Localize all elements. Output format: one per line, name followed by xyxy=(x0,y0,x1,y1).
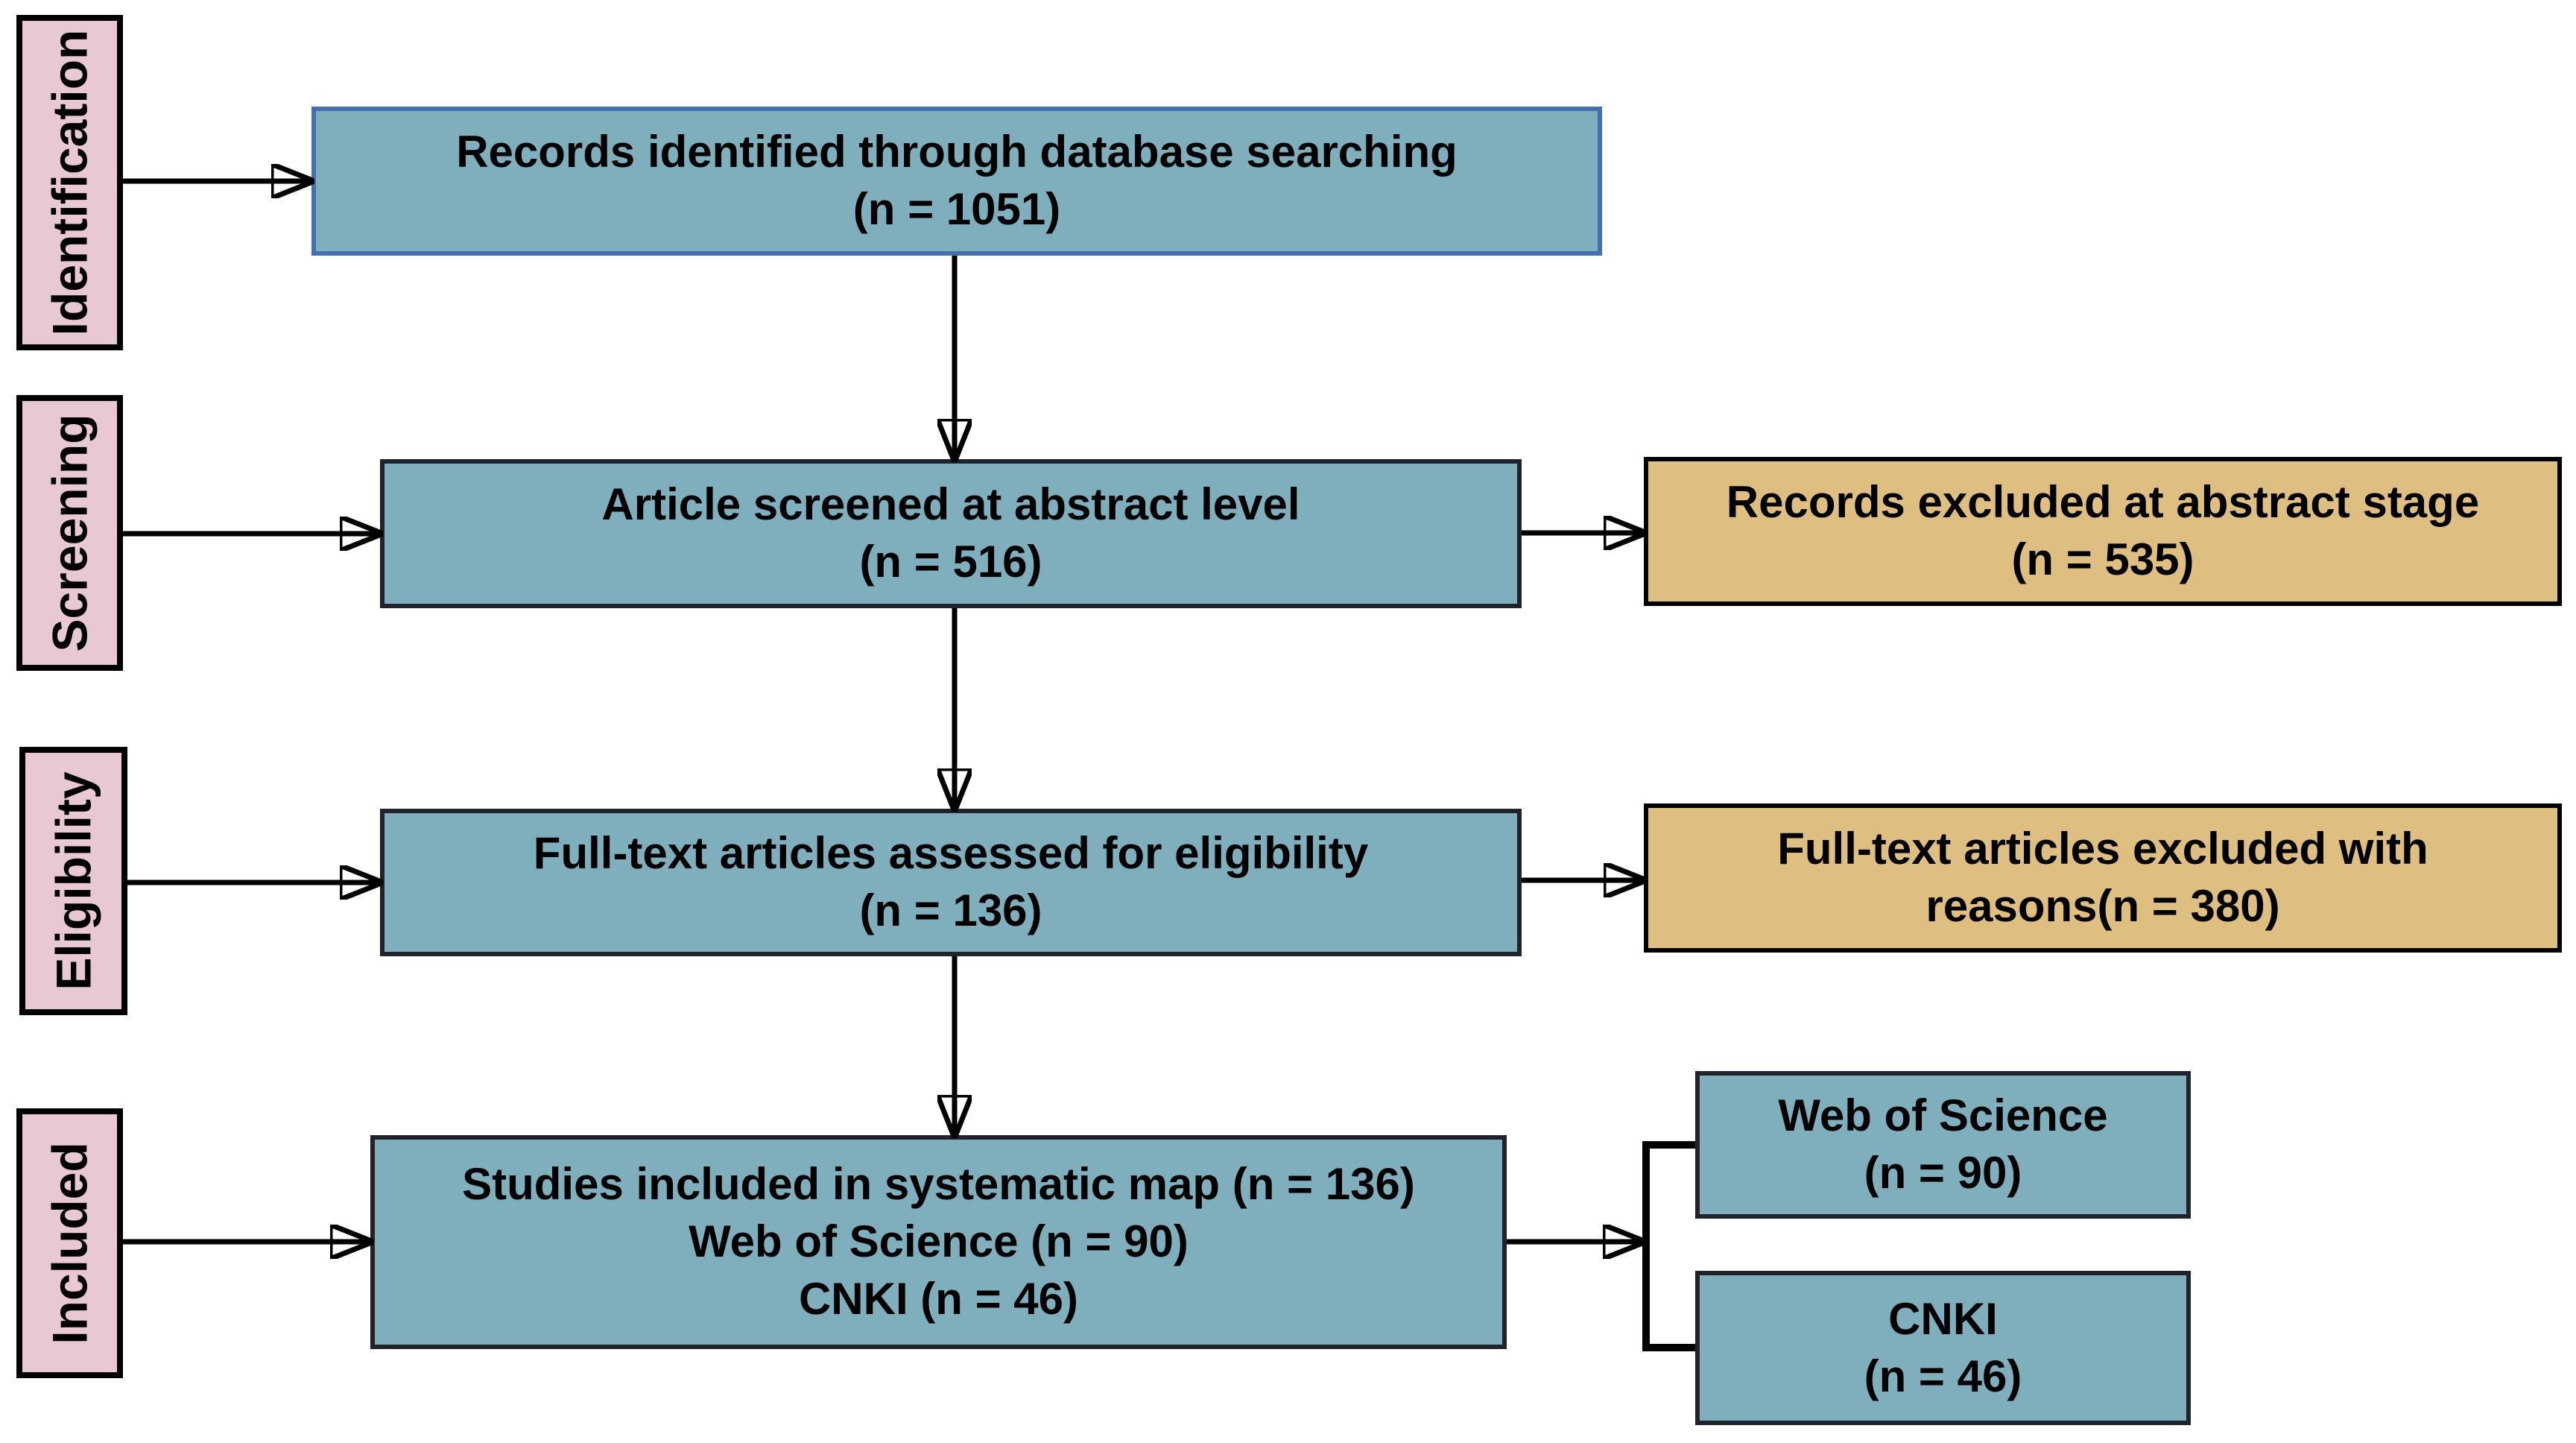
box-text-line: Full-text articles excluded with xyxy=(1777,824,2428,874)
stage-label-text: Screening xyxy=(42,414,98,652)
box-abstract-screened: Article screened at abstract level (n = … xyxy=(380,459,1522,608)
stage-label-identification: Identification xyxy=(16,15,123,350)
box-fulltext-excluded: Full-text articles excluded with reasons… xyxy=(1644,803,2562,953)
box-text-line: Records excluded at abstract stage xyxy=(1726,477,2480,528)
stage-label-text: Included xyxy=(42,1142,98,1345)
box-text-line: reasons(n = 380) xyxy=(1925,881,2280,931)
box-records-excluded-abstract: Records excluded at abstract stage (n = … xyxy=(1644,457,2562,606)
box-text-line: Web of Science xyxy=(1778,1090,2108,1141)
box-text-line: (n = 136) xyxy=(859,885,1042,935)
stage-label-eligibility: Eligibility xyxy=(19,747,127,1015)
box-text-line: Studies included in systematic map (n = … xyxy=(462,1159,1415,1210)
box-text-line: (n = 516) xyxy=(859,537,1042,587)
box-text-line: (n = 1051) xyxy=(852,184,1061,234)
stage-label-screening: Screening xyxy=(16,395,123,671)
box-text-line: Web of Science (n = 90) xyxy=(689,1216,1189,1267)
box-cnki: CNKI (n = 46) xyxy=(1695,1271,2191,1425)
box-text-line: (n = 90) xyxy=(1864,1148,2022,1198)
box-included-studies: Studies included in systematic map (n = … xyxy=(370,1135,1507,1349)
box-fulltext-assessed: Full-text articles assessed for eligibil… xyxy=(380,809,1522,956)
box-text-line: Article screened at abstract level xyxy=(601,479,1300,530)
box-web-of-science: Web of Science (n = 90) xyxy=(1695,1071,2191,1219)
box-text-line: CNKI (n = 46) xyxy=(798,1273,1079,1324)
stage-label-included: Included xyxy=(16,1108,123,1378)
box-text-line: Records identified through database sear… xyxy=(456,127,1458,177)
box-text-line: (n = 535) xyxy=(2011,534,2194,584)
box-text-line: (n = 46) xyxy=(1864,1351,2022,1401)
box-records-identified: Records identified through database sear… xyxy=(311,107,1602,256)
stage-label-text: Identification xyxy=(42,29,98,336)
box-text-line: Full-text articles assessed for eligibil… xyxy=(533,828,1369,879)
stage-label-text: Eligibility xyxy=(45,771,101,991)
box-text-line: CNKI xyxy=(1888,1293,1998,1344)
bracket-connector xyxy=(1642,1141,1695,1351)
